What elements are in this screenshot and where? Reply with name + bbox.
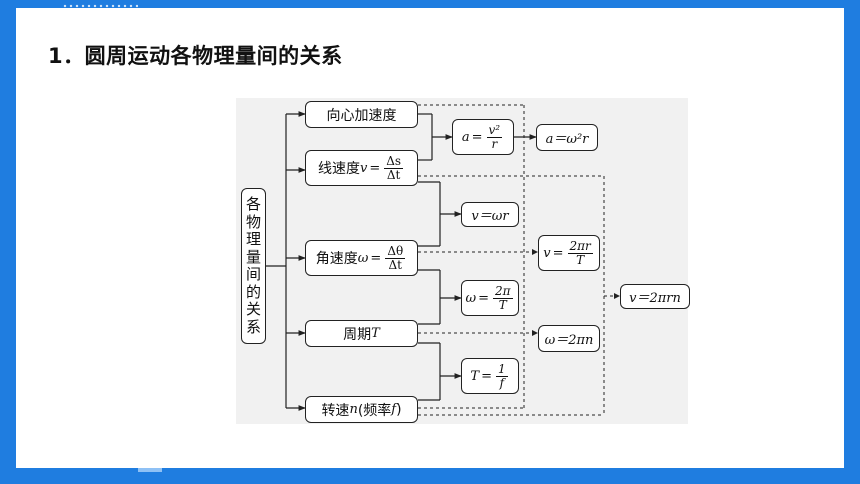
- var-T: T: [371, 326, 380, 341]
- node-centripetal-acceleration: 向心加速度: [305, 101, 418, 128]
- var-f: f: [391, 402, 397, 417]
- formula-a-v2-r: a = v² r: [452, 119, 514, 155]
- var-v: v: [359, 160, 368, 176]
- fraction: Δθ Δt: [385, 243, 406, 272]
- root-char: 间: [245, 265, 261, 283]
- var-n: n: [349, 402, 358, 417]
- node-period: 周期 T: [305, 320, 418, 347]
- node-label: 角速度: [315, 251, 358, 267]
- slide-title: 1．圆周运动各物理量间的关系: [48, 44, 343, 68]
- node-label: 周期: [343, 326, 372, 343]
- formula-w-2pin: ω＝2πn: [538, 325, 600, 352]
- root-char: 关: [245, 300, 261, 318]
- formula-a-w2r: a＝ω²r: [536, 124, 598, 151]
- root-char: 各: [245, 195, 261, 213]
- formula-v-2pirn: v＝2πrn: [620, 284, 690, 309]
- node-label: 线速度: [317, 161, 360, 177]
- formula-v-wr: v＝ωr: [461, 202, 519, 227]
- node-rotational-speed: 转速 n (频率 f ): [305, 396, 418, 423]
- root-char: 理: [245, 230, 261, 248]
- formula-v-2pir-T: v = 2πr T: [538, 235, 600, 271]
- formula-T-1-f: T = 1 f: [461, 358, 519, 394]
- root-char: 的: [245, 282, 261, 301]
- var-omega: ω: [357, 250, 369, 266]
- root-char: 量: [245, 247, 261, 266]
- formula-w-2pi-T: ω = 2π T: [461, 280, 519, 316]
- bottom-accent: [138, 468, 162, 472]
- node-label: 转速: [321, 402, 350, 419]
- root-char: 系: [245, 317, 261, 336]
- tab-dot-pattern: [62, 3, 138, 10]
- node-angular-speed: 角速度 ω = Δθ Δt: [305, 240, 418, 276]
- node-label: (频率: [357, 402, 392, 419]
- node-label: ): [396, 401, 402, 418]
- root-char: 物: [245, 212, 261, 231]
- fraction: Δs Δt: [384, 153, 404, 182]
- root-node: 各 物 理 量 间 的 关 系: [241, 188, 266, 344]
- node-linear-speed: 线速度 v = Δs Δt: [305, 150, 418, 186]
- node-label: 向心加速度: [326, 107, 397, 124]
